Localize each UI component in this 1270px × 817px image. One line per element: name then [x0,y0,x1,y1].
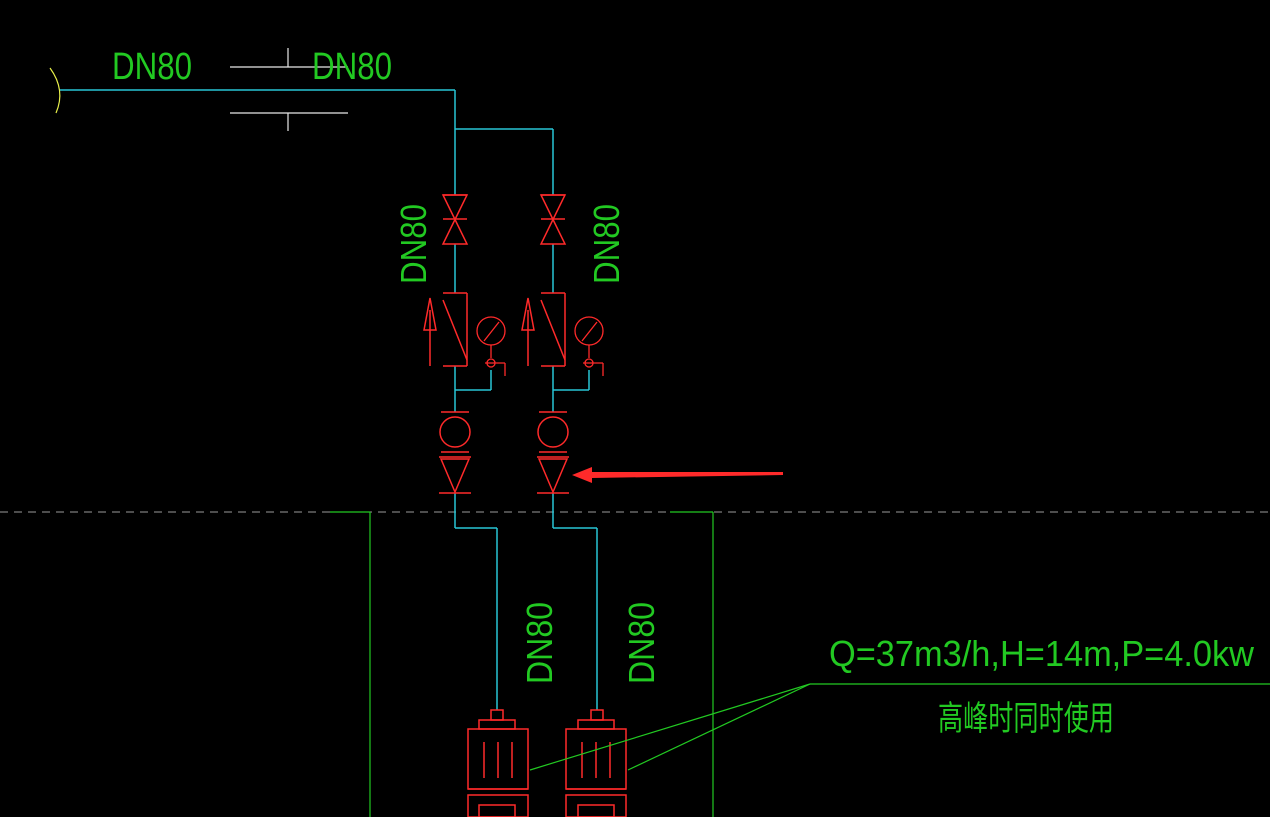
main-pipe-label-left: DN80 [112,46,192,88]
pump-circle-icon [537,411,569,453]
pressure-gauge-icon [574,316,604,376]
check-valve-triangle-icon [439,456,471,494]
gate-valve-icon [441,194,469,245]
main-pipe-label-right: DN80 [312,46,392,88]
check-valve-icon [423,292,468,367]
riser-label-left: DN80 [519,602,560,684]
branch-right [521,194,627,817]
riser-label-right: DN80 [621,602,662,684]
check-valve-icon [521,292,566,367]
pump-circle-icon [439,411,471,453]
check-valve-triangle-icon [537,456,569,494]
sump-walls [330,511,714,817]
spec-leader-lines [529,683,1270,771]
pressure-gauge-icon [476,316,506,376]
red-arrow-icon [572,467,783,483]
branch-left [423,194,529,817]
main-pipe [60,89,554,195]
pump-spec-text: Q=37m3/h,H=14m,P=4.0kw [829,633,1255,674]
branch-label-right: DN80 [586,204,627,284]
branch-label-left: DN80 [393,204,434,284]
pump-note-text: 高峰时同时使用 [938,699,1114,739]
gate-valve-icon [539,194,567,245]
flange-marks [230,48,348,131]
pipe-break-symbol [49,67,61,114]
submersible-pump-icon [467,709,529,817]
